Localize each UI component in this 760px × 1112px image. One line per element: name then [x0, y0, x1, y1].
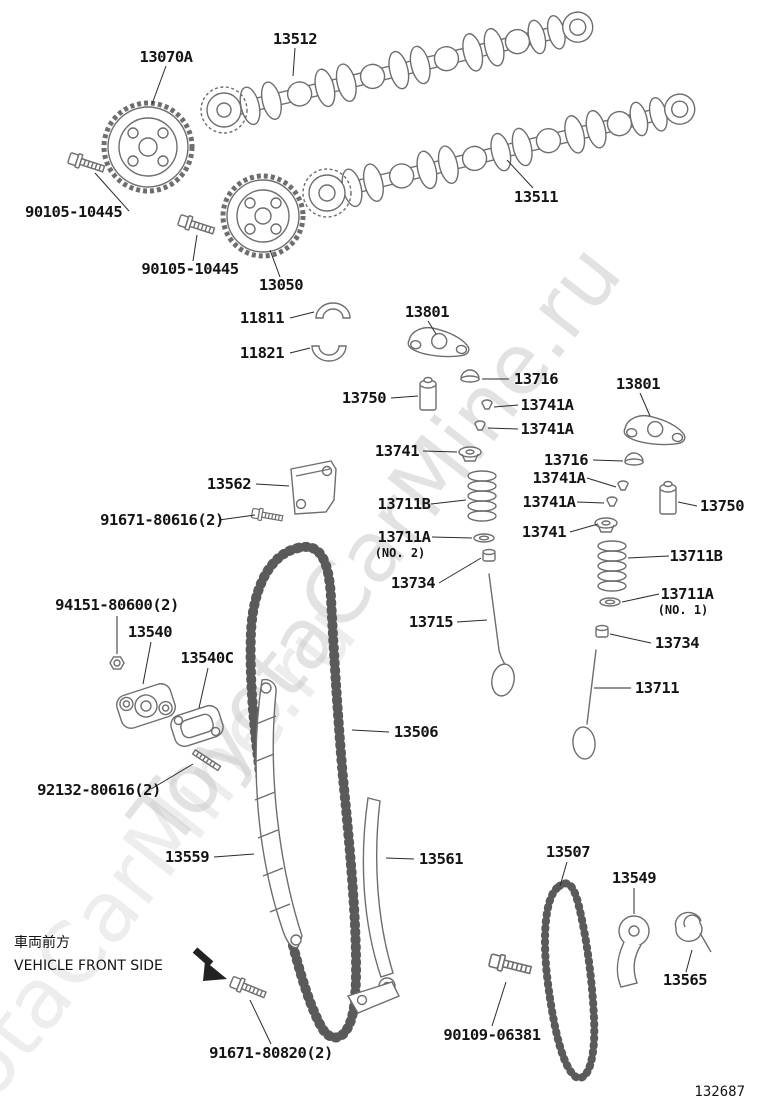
label-13741a-2: 13741A	[521, 420, 575, 438]
label-13050: 13050	[259, 276, 303, 294]
label-13507: 13507	[546, 843, 590, 861]
part-chain-tensioner-guide-13559	[253, 678, 303, 949]
label-11821: 11821	[240, 344, 284, 362]
label-90105-10445-1: 90105-10445	[25, 203, 122, 221]
label-13801-left: 13801	[405, 303, 449, 321]
label-13070a: 13070A	[140, 48, 194, 66]
part-camshaft-exhaust-13511	[302, 86, 700, 218]
leader-lines	[94, 47, 698, 1045]
part-valve-spring-13711b-right	[597, 540, 627, 592]
label-13801-right: 13801	[616, 375, 660, 393]
part-lash-adjuster-13750-left	[419, 376, 437, 411]
label-91671-80820: 91671-80820(2)	[209, 1044, 333, 1062]
label-13559: 13559	[165, 848, 209, 866]
label-13741a-4: 13741A	[523, 493, 577, 511]
part-chain-tensioner-13549	[616, 915, 650, 988]
part-bearing-cap-11811	[315, 302, 351, 319]
front-note-en: VEHICLE FRONT SIDE	[14, 958, 163, 974]
label-13734-right: 13734	[655, 634, 699, 652]
label-94151-80600: 94151-80600(2)	[55, 596, 179, 614]
label-13549: 13549	[612, 869, 656, 887]
label-90109-06381: 90109-06381	[443, 1026, 540, 1044]
label-13540c: 13540C	[181, 649, 234, 667]
label-13711a-no2-sub: (NO. 2)	[375, 546, 426, 560]
part-chain-guide-13561	[346, 797, 400, 1014]
label-13565: 13565	[663, 971, 707, 989]
part-timing-chain-13506	[245, 541, 362, 1043]
label-13711a-no1-sub: (NO. 1)	[658, 603, 709, 617]
label-13540: 13540	[128, 623, 172, 641]
label-13750-right: 13750	[700, 497, 744, 515]
label-13711b-right: 13711B	[670, 547, 723, 565]
part-oil-pump-chain-13507	[541, 879, 599, 1082]
part-stud-92132	[191, 748, 222, 772]
part-lash-adjuster-13750-right	[659, 480, 677, 515]
part-vvt-sprocket-13050	[220, 173, 306, 259]
part-spring-seat-13711a-left	[473, 533, 495, 543]
label-90105-10445-2: 90105-10445	[141, 260, 238, 278]
part-spring-retainer-13741-right	[594, 517, 618, 533]
part-camshaft-intake-13512	[200, 4, 598, 135]
part-rocker-arm-13801-left	[406, 324, 472, 360]
label-13741a-1: 13741A	[521, 396, 575, 414]
label-13716-right: 13716	[544, 451, 588, 469]
part-tensioner-spring-13565	[674, 911, 712, 953]
front-note-jp: 車両前方	[14, 934, 70, 951]
part-spring-seat-13711a-right	[599, 597, 621, 607]
label-91671-80616: 91671-80616(2)	[100, 511, 224, 529]
label-13750-left: 13750	[342, 389, 386, 407]
label-13715: 13715	[409, 613, 453, 631]
label-11811: 11811	[240, 309, 284, 327]
vehicle-front-arrow-icon	[192, 947, 227, 981]
label-13711a-no2: 13711A	[378, 528, 432, 546]
part-bolt-90105-1	[66, 150, 107, 177]
label-13741-right: 13741	[522, 523, 566, 541]
part-bolt-90109	[487, 951, 534, 979]
part-valve-13711	[572, 649, 597, 760]
label-13561: 13561	[419, 850, 463, 868]
label-13741-left: 13741	[375, 442, 419, 460]
label-13512: 13512	[273, 30, 317, 48]
part-bolt-90105-2	[176, 212, 217, 239]
part-bolt-91671-80820	[228, 974, 269, 1003]
label-13716-left: 13716	[514, 370, 558, 388]
diagram-code: 132687	[694, 1084, 745, 1100]
part-rocker-arm-13801-right	[622, 412, 688, 448]
part-vvt-valve-13540	[116, 683, 176, 729]
part-valve-13715	[488, 573, 515, 697]
label-13711: 13711	[635, 679, 679, 697]
label-13711b-left: 13711B	[378, 495, 431, 513]
label-13511: 13511	[514, 188, 558, 206]
part-valve-seal-13734-left	[482, 548, 496, 562]
part-valve-seal-13734-right	[595, 624, 609, 638]
label-13734-left: 13734	[391, 574, 435, 592]
part-cap-13716-right	[624, 452, 644, 466]
part-vvt-sprocket-13070a	[101, 100, 195, 194]
label-92132-80616: 92132-80616(2)	[37, 781, 161, 799]
part-gasket-13540c	[170, 704, 224, 748]
part-chain-guide-bracket-13562	[290, 460, 337, 515]
part-bearing-cap-11821	[311, 345, 347, 362]
part-cap-13716-left	[460, 369, 480, 383]
part-nut-94151	[109, 656, 125, 670]
label-13741a-3: 13741A	[533, 469, 587, 487]
part-bolt-91671-80616	[250, 506, 284, 525]
label-13711a-no1: 13711A	[661, 585, 715, 603]
label-13562: 13562	[207, 475, 251, 493]
label-13506: 13506	[394, 723, 438, 741]
